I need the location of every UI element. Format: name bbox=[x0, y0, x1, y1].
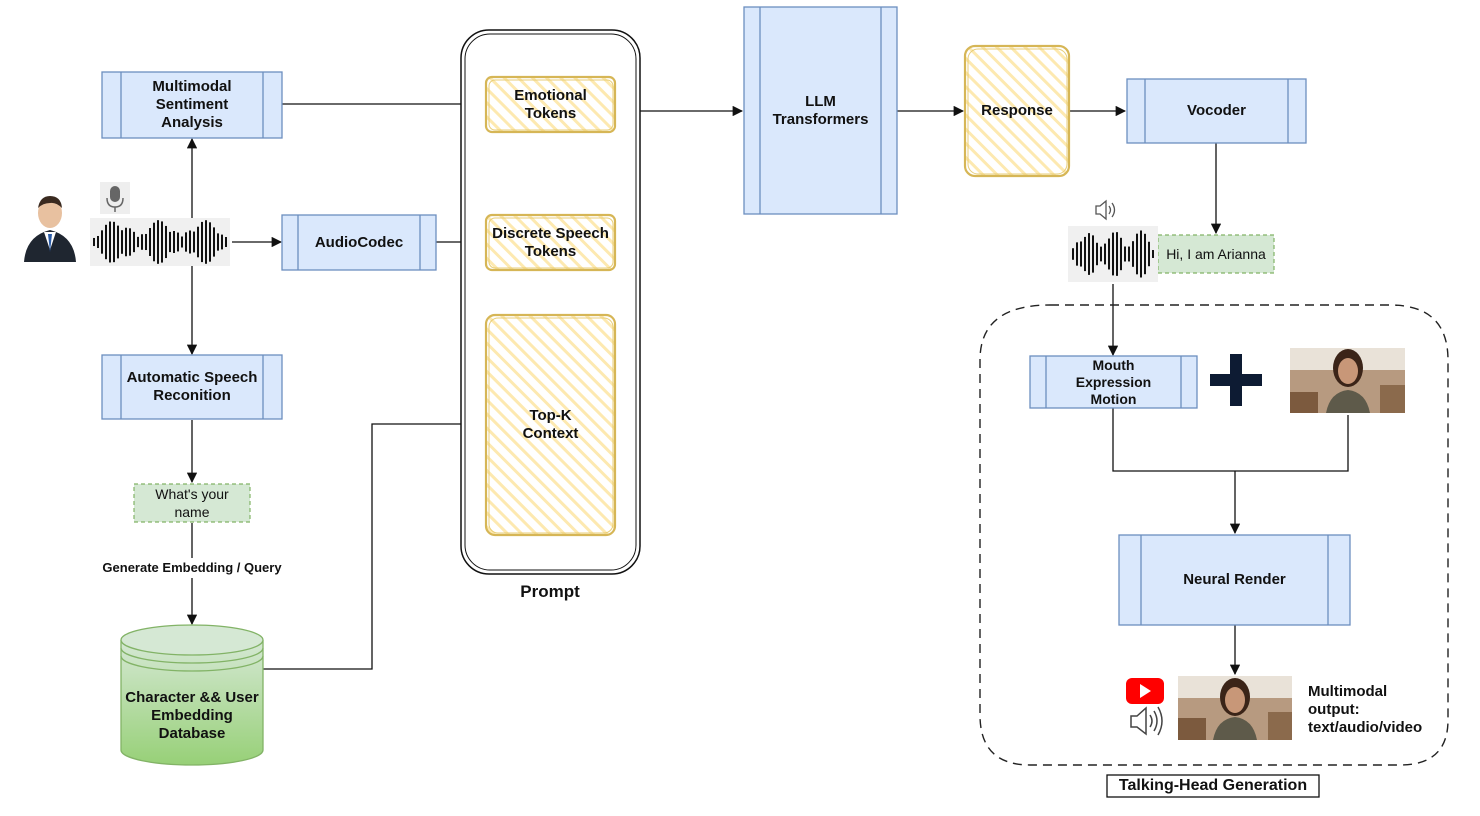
connectors bbox=[186, 98, 1349, 676]
reply-waveform-icon bbox=[1072, 230, 1154, 278]
asr-box bbox=[101, 354, 283, 420]
prompt-label: Prompt bbox=[520, 582, 580, 601]
vocoder-label: Vocoder bbox=[1187, 102, 1246, 119]
output-label: Multimodal output: text/audio/video bbox=[1308, 683, 1423, 736]
speech-tokens-box bbox=[484, 213, 617, 272]
audiocodec-label: AudioCodec bbox=[314, 233, 404, 251]
youtube-icon bbox=[1126, 678, 1164, 704]
section-title-frame bbox=[1106, 774, 1320, 798]
face-photo-reference bbox=[1290, 348, 1405, 413]
database-cylinder bbox=[120, 624, 264, 766]
neural-render-box bbox=[1118, 534, 1351, 626]
sentiment-box bbox=[101, 71, 283, 139]
speech-tokens-label: Discrete Speech Tokens bbox=[492, 224, 609, 260]
llm-label: LLM Transformers bbox=[772, 92, 869, 128]
output-speaker-icon bbox=[1130, 706, 1163, 736]
topk-box bbox=[484, 313, 617, 537]
microphone-icon bbox=[100, 182, 130, 214]
speaker-icon bbox=[1095, 199, 1116, 221]
llm-box bbox=[743, 6, 898, 215]
plus-icon bbox=[1210, 354, 1262, 406]
topk-label: Top-K Context bbox=[522, 407, 579, 442]
waveform-icon bbox=[93, 220, 227, 264]
section-title: Talking-Head Generation bbox=[1118, 777, 1308, 794]
person-avatar-icon bbox=[24, 196, 76, 262]
reply-note-label: Hi, I am Arianna bbox=[1166, 246, 1266, 262]
process-boxes bbox=[101, 6, 1351, 626]
mouth-box bbox=[1029, 355, 1198, 409]
response-label: Response bbox=[981, 102, 1053, 119]
token-boxes bbox=[484, 44, 1071, 537]
edge-mouth-to-render bbox=[1112, 408, 1349, 472]
sentiment-label: Multimodal Sentiment Analysis bbox=[152, 78, 232, 131]
face-photo-output bbox=[1178, 676, 1292, 740]
database-label: Character && User Embedding Database bbox=[125, 689, 259, 742]
embed-edge-label: Generate Embedding / Query bbox=[92, 558, 292, 578]
vocoder-box bbox=[1126, 78, 1307, 144]
talking-head-boundary bbox=[979, 304, 1449, 766]
response-box bbox=[963, 44, 1071, 178]
emotional-tokens-box bbox=[484, 75, 617, 134]
query-note-box bbox=[133, 483, 251, 523]
edge-database-to-topk bbox=[263, 418, 487, 670]
reply-note-box bbox=[1157, 234, 1275, 274]
emotional-tokens-label: Emotional Tokens bbox=[514, 86, 587, 122]
asr-label: Automatic Speech Reconition bbox=[126, 369, 258, 404]
audiocodec-box bbox=[281, 214, 437, 271]
query-note-label: What's your name bbox=[155, 486, 229, 520]
neural-render-label: Neural Render bbox=[1183, 571, 1286, 588]
mouth-label: Mouth Expression Motion bbox=[1075, 356, 1152, 407]
